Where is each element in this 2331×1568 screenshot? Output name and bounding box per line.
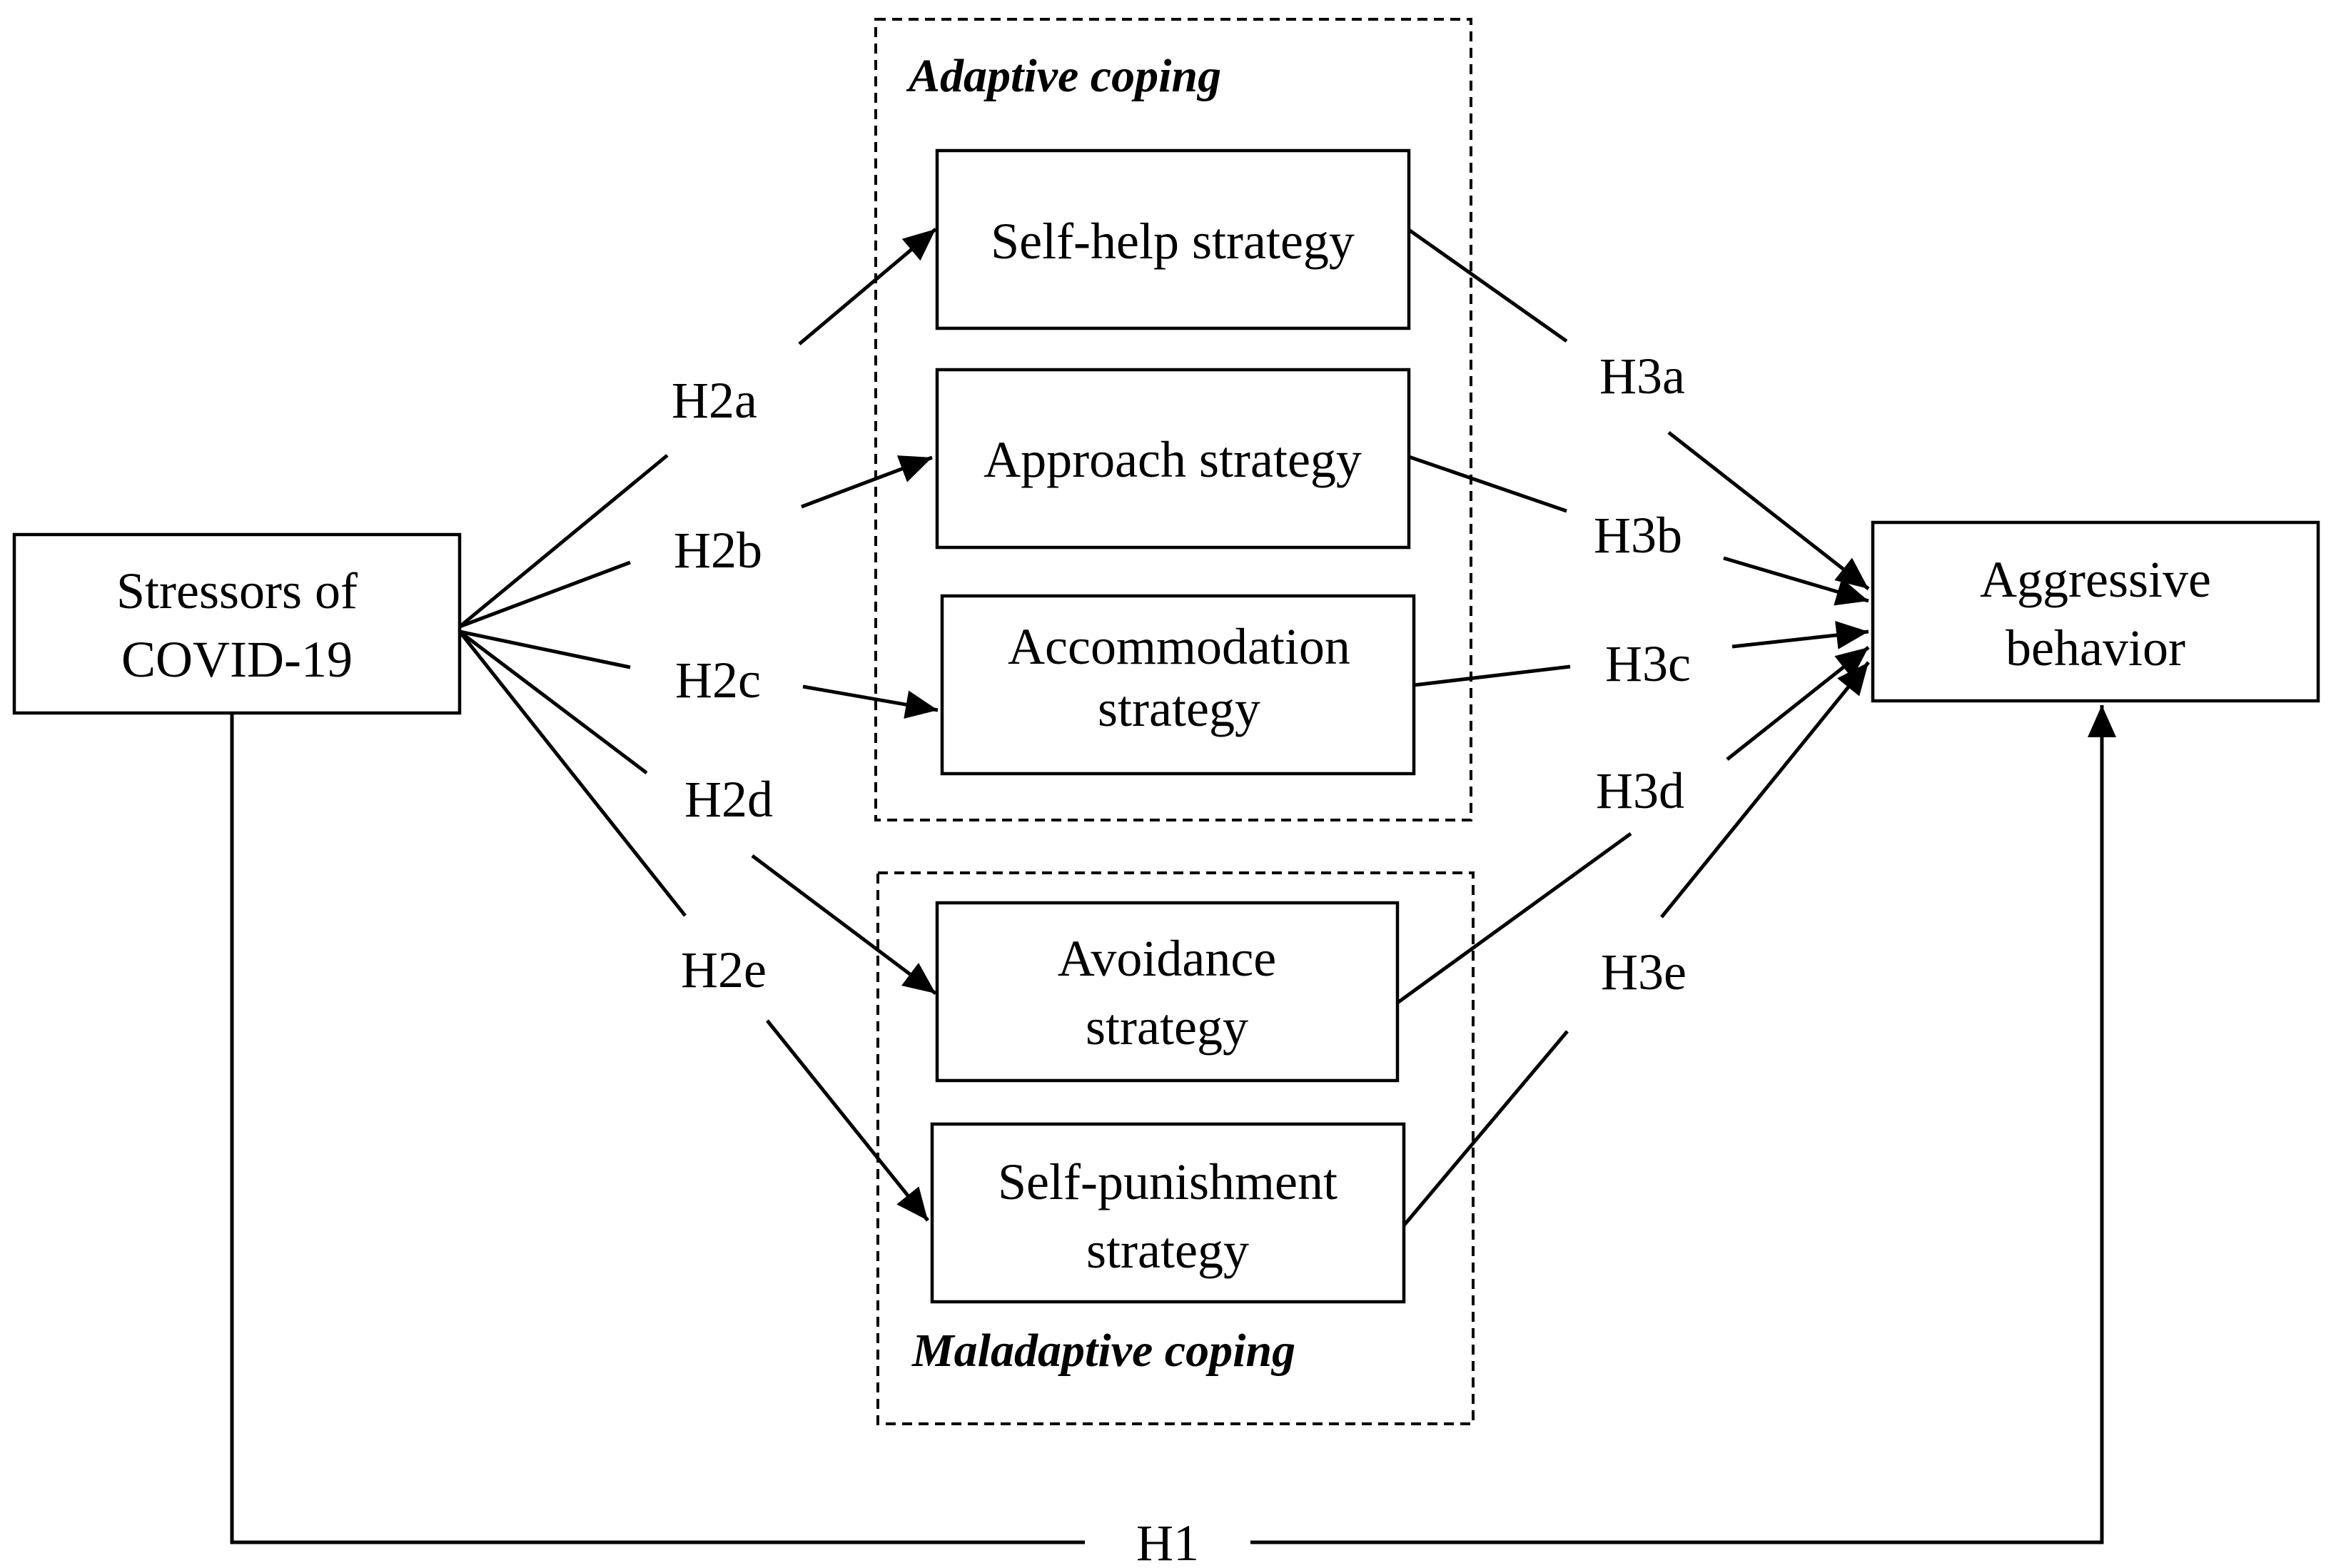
svg-text:Self-help strategy: Self-help strategy (991, 213, 1355, 270)
aggressive-behavior-node: Aggressive behavior (1871, 520, 2320, 703)
h2b-label: H2b (674, 522, 762, 579)
h3d-label: H3d (1596, 762, 1684, 819)
svg-text:strategy: strategy (1086, 998, 1248, 1056)
h3b-path: H3b (1408, 455, 1869, 606)
h1-label: H1 (1136, 1514, 1199, 1568)
adaptive-coping-group (874, 18, 1472, 821)
h2e-path: H2e (458, 630, 929, 1222)
svg-text:behavior: behavior (2006, 619, 2185, 677)
h3e-label: H3e (1601, 944, 1687, 1001)
svg-text:Aggressive: Aggressive (1980, 551, 2211, 608)
h3e-path: H3e (1402, 661, 1870, 1227)
h3c-label: H3c (1605, 635, 1691, 692)
h2b-path: H2b (459, 455, 933, 629)
self-punishment-strategy-node: Self-punishment strategy (930, 1122, 1406, 1304)
self-help-strategy-node: Self-help strategy (935, 148, 1411, 330)
svg-text:strategy: strategy (1086, 1222, 1249, 1279)
h2e-label: H2e (681, 941, 767, 998)
h2d-path: H2d (458, 630, 937, 995)
h3d-path: H3d (1396, 646, 1870, 1005)
adaptive-coping-label: Adaptive coping (906, 50, 1221, 102)
h3a-path: H3a (1407, 228, 1870, 590)
h2a-label: H2a (672, 372, 757, 429)
h2d-label: H2d (684, 771, 773, 828)
maladaptive-coping-label: Maladaptive coping (911, 1325, 1295, 1377)
avoidance-strategy-node: Avoidance strategy (935, 901, 1400, 1083)
approach-strategy-node: Approach strategy (935, 368, 1411, 550)
h3b-label: H3b (1594, 507, 1682, 564)
h3c-path: H3c (1413, 621, 1869, 692)
h2c-label: H2c (675, 652, 761, 709)
svg-text:Avoidance: Avoidance (1058, 930, 1277, 987)
svg-text:Self-punishment: Self-punishment (998, 1153, 1338, 1210)
svg-text:strategy: strategy (1098, 680, 1260, 737)
h1-path: H1 (230, 705, 2116, 1568)
maladaptive-coping-group (876, 871, 1475, 1425)
svg-text:COVID-19: COVID-19 (121, 631, 353, 688)
h2c-path: H2c (459, 629, 939, 719)
h3a-label: H3a (1599, 348, 1685, 405)
svg-text:Accommodation: Accommodation (1008, 618, 1350, 675)
h2a-path: H2a (458, 228, 937, 628)
svg-text:Approach strategy: Approach strategy (984, 431, 1362, 488)
svg-text:Stressors of: Stressors of (116, 562, 358, 619)
accommodation-strategy-node: Accommodation strategy (940, 594, 1416, 776)
stressors-node: Stressors of COVID-19 (12, 532, 462, 715)
